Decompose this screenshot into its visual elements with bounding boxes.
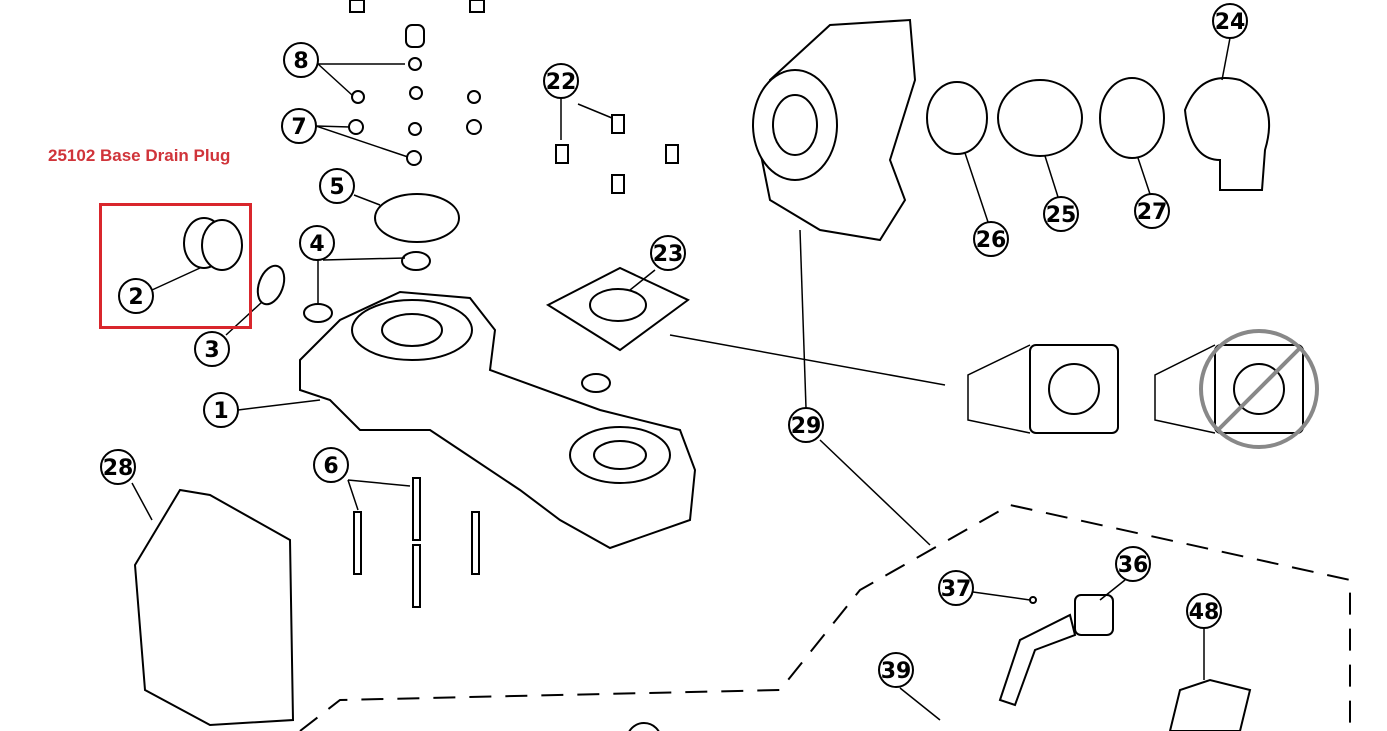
callout-8: 8 <box>283 42 319 78</box>
callout-28: 28 <box>100 449 136 485</box>
annotation-title: 25102 Base Drain Plug <box>48 146 231 165</box>
callout-label: 39 <box>881 659 912 684</box>
callout-label: 3 <box>204 338 219 363</box>
callout-label: 23 <box>653 242 684 267</box>
callout-label: 37 <box>941 577 972 602</box>
callout-circle <box>878 652 914 688</box>
drain-plug-2 <box>183 217 243 271</box>
callout-label: 4 <box>309 232 324 257</box>
callout-36: 36 <box>1115 546 1151 582</box>
pump-29 <box>752 18 917 242</box>
callout-label: 8 <box>293 49 308 74</box>
callout-7: 7 <box>281 108 317 144</box>
callout-5: 5 <box>319 168 355 204</box>
callout-29: 29 <box>788 407 824 443</box>
callout-label: 24 <box>1215 10 1246 35</box>
clamp-27 <box>1099 77 1165 159</box>
callout-circle <box>628 722 660 731</box>
bolts-6 <box>353 477 480 608</box>
callout-circle <box>973 221 1009 257</box>
callout-circle <box>1043 196 1079 232</box>
callout-22: 22 <box>543 63 579 99</box>
callout-label: 48 <box>1189 600 1220 625</box>
callout-label: 2 <box>128 285 143 310</box>
nuts <box>348 57 482 166</box>
detail-boundary <box>299 503 1351 731</box>
callout-26: 26 <box>973 221 1009 257</box>
callout-circle <box>203 392 239 428</box>
callout-3: 3 <box>194 331 230 367</box>
callout-circle <box>650 235 686 271</box>
clamp-26 <box>926 81 988 155</box>
callout-label: 45 <box>629 729 660 731</box>
part-drawings <box>131 0 1351 731</box>
callout-label: 22 <box>546 70 577 95</box>
cover-28 <box>133 488 295 727</box>
callout-label: 5 <box>329 175 344 200</box>
callout-circle <box>283 42 319 78</box>
plate-23 <box>545 266 690 352</box>
callout-6: 6 <box>313 447 349 483</box>
callout-circle <box>1186 593 1222 629</box>
callout-4: 4 <box>299 225 335 261</box>
callout-circle <box>543 63 579 99</box>
callout-circle <box>1134 193 1170 229</box>
callout-45: 45 <box>628 722 660 731</box>
callout-label: 6 <box>323 454 338 479</box>
callout-circle <box>938 570 974 606</box>
screws-22 <box>555 114 679 194</box>
callouts: 8722542312324262527292863736483945 <box>100 3 1248 731</box>
coupler-25 <box>997 79 1083 157</box>
callout-label: 28 <box>103 456 134 481</box>
callout-39: 39 <box>878 652 914 688</box>
lever-36 <box>998 613 1077 707</box>
base-1 <box>299 290 697 550</box>
callout-48: 48 <box>1186 593 1222 629</box>
callout-circle <box>281 108 317 144</box>
callout-24: 24 <box>1212 3 1248 39</box>
callout-25: 25 <box>1043 196 1079 232</box>
callout-label: 29 <box>791 414 822 439</box>
callout-label: 1 <box>213 399 228 424</box>
handle-48 <box>1168 678 1252 731</box>
callout-circle <box>319 168 355 204</box>
callout-circle <box>100 449 136 485</box>
callout-2: 2 <box>118 278 154 314</box>
callout-23: 23 <box>650 235 686 271</box>
elbow-24 <box>1183 77 1271 191</box>
callout-circle <box>313 447 349 483</box>
o-ring-5 <box>374 193 460 243</box>
callout-circle <box>1115 546 1151 582</box>
callout-1: 1 <box>203 392 239 428</box>
callout-label: 36 <box>1118 553 1149 578</box>
callout-label: 25 <box>1046 203 1077 228</box>
callout-circle <box>788 407 824 443</box>
callout-label: 26 <box>976 228 1007 253</box>
callout-37: 37 <box>938 570 974 606</box>
callout-label: 27 <box>1137 200 1168 225</box>
callout-label: 7 <box>291 115 306 140</box>
callout-circle <box>299 225 335 261</box>
flange-views <box>967 329 1319 449</box>
callout-circle <box>1212 3 1248 39</box>
callout-27: 27 <box>1134 193 1170 229</box>
leader-lines <box>131 37 1231 721</box>
callout-circle <box>118 278 154 314</box>
o-ring-3 <box>256 264 286 306</box>
callout-circle <box>194 331 230 367</box>
highlight-box-part-2 <box>99 203 252 329</box>
